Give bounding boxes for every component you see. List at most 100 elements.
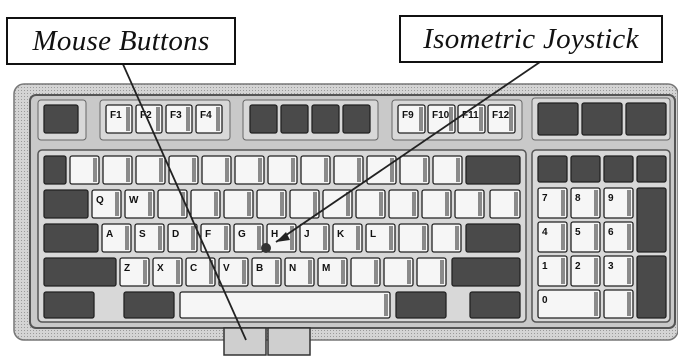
letter-key bbox=[157, 189, 188, 219]
key-label: S bbox=[139, 229, 146, 240]
function-key bbox=[311, 104, 340, 134]
key-label: Z bbox=[124, 263, 130, 274]
letter-key bbox=[322, 189, 353, 219]
key-label: 8 bbox=[575, 193, 581, 204]
keys-layer: F1F2F3F4F9F10F11F12QWASDFGHJKLZXCVBNM789… bbox=[43, 102, 667, 319]
joystick-pointer-arrowhead bbox=[276, 232, 290, 242]
numpad-key bbox=[570, 155, 601, 183]
numpad-digit-key: 3 bbox=[603, 255, 634, 287]
ctrl-key-right bbox=[469, 291, 521, 319]
key-label: W bbox=[129, 195, 139, 206]
letter-key: N bbox=[284, 257, 315, 287]
letter-key bbox=[350, 257, 381, 287]
key-label: J bbox=[304, 229, 310, 240]
letter-key bbox=[289, 189, 320, 219]
key-label: M bbox=[322, 263, 330, 274]
shift-key-right bbox=[451, 257, 521, 287]
key-label: B bbox=[256, 263, 263, 274]
mouse-buttons-pointer bbox=[121, 61, 247, 341]
key-label: F11 bbox=[462, 110, 479, 121]
letter-key: K bbox=[332, 223, 363, 253]
right-mouse-button bbox=[267, 327, 311, 356]
ctrl-key-left bbox=[43, 291, 95, 319]
letter-key: J bbox=[299, 223, 330, 253]
system-key bbox=[581, 102, 623, 136]
function-key: F3 bbox=[165, 104, 193, 134]
numpad-digit-key: 4 bbox=[537, 221, 568, 253]
key bbox=[234, 155, 265, 185]
key bbox=[333, 155, 364, 185]
key-label: 9 bbox=[608, 193, 614, 204]
numpad-key bbox=[603, 155, 634, 183]
key-label: A bbox=[106, 229, 113, 240]
key-label: C bbox=[190, 263, 197, 274]
key-label: V bbox=[223, 263, 230, 274]
key bbox=[168, 155, 199, 185]
key-label: 2 bbox=[575, 261, 581, 272]
function-key bbox=[249, 104, 278, 134]
key-label: K bbox=[337, 229, 345, 240]
shift-key-left bbox=[43, 257, 117, 287]
key-label: 5 bbox=[575, 227, 581, 238]
letter-key bbox=[398, 223, 429, 253]
key-label: Q bbox=[96, 195, 104, 206]
alt-key-right bbox=[395, 291, 447, 319]
numpad-enter-key bbox=[636, 255, 667, 319]
key-label: F bbox=[205, 229, 211, 240]
key bbox=[489, 189, 521, 219]
key-label: 6 bbox=[608, 227, 614, 238]
function-key bbox=[342, 104, 371, 134]
letter-key bbox=[223, 189, 254, 219]
key-label: H bbox=[271, 229, 278, 240]
key bbox=[399, 155, 430, 185]
function-key: F9 bbox=[397, 104, 426, 134]
joystick-pointer bbox=[275, 61, 541, 243]
key-label: N bbox=[289, 263, 296, 274]
function-key bbox=[280, 104, 309, 134]
letter-key: Q bbox=[91, 189, 122, 219]
numpad-digit-key: 5 bbox=[570, 221, 601, 253]
system-key bbox=[537, 102, 579, 136]
key-label: F10 bbox=[432, 110, 450, 121]
letter-key bbox=[190, 189, 221, 219]
letter-key: V bbox=[218, 257, 249, 287]
letter-key: F bbox=[200, 223, 231, 253]
key-label: F3 bbox=[170, 110, 182, 121]
letter-key: B bbox=[251, 257, 282, 287]
key bbox=[102, 155, 133, 185]
key-label: 7 bbox=[542, 193, 548, 204]
mouse-buttons-label: Mouse Buttons bbox=[6, 17, 236, 65]
numpad-digit-key: 8 bbox=[570, 187, 601, 219]
letter-key bbox=[355, 189, 386, 219]
key-label: L bbox=[370, 229, 376, 240]
numpad-digit-key: 1 bbox=[537, 255, 568, 287]
key-label: F4 bbox=[200, 110, 212, 121]
numpad-plus-key bbox=[636, 187, 667, 253]
key-label: 3 bbox=[608, 261, 614, 272]
key bbox=[43, 155, 67, 185]
isometric-joystick-nub bbox=[261, 243, 271, 253]
caps-lock-key bbox=[43, 223, 99, 253]
numpad-digit-key: 6 bbox=[603, 221, 634, 253]
function-key: F11 bbox=[457, 104, 486, 134]
letter-key: D bbox=[167, 223, 198, 253]
key bbox=[432, 155, 463, 185]
function-key: F10 bbox=[427, 104, 456, 134]
tab-key bbox=[43, 189, 89, 219]
letter-key: G bbox=[233, 223, 264, 253]
system-key bbox=[625, 102, 667, 136]
function-key: F12 bbox=[487, 104, 516, 134]
letter-key: Z bbox=[119, 257, 150, 287]
letter-key: W bbox=[124, 189, 155, 219]
key-label: 0 bbox=[542, 295, 548, 306]
numpad-zero-key: 0 bbox=[537, 289, 601, 319]
numpad-digit-key: 7 bbox=[537, 187, 568, 219]
letter-key bbox=[416, 257, 447, 287]
letter-key bbox=[454, 189, 485, 219]
letter-key: X bbox=[152, 257, 183, 287]
key-label: F1 bbox=[110, 110, 122, 121]
key-label: G bbox=[238, 229, 246, 240]
letter-key: L bbox=[365, 223, 396, 253]
